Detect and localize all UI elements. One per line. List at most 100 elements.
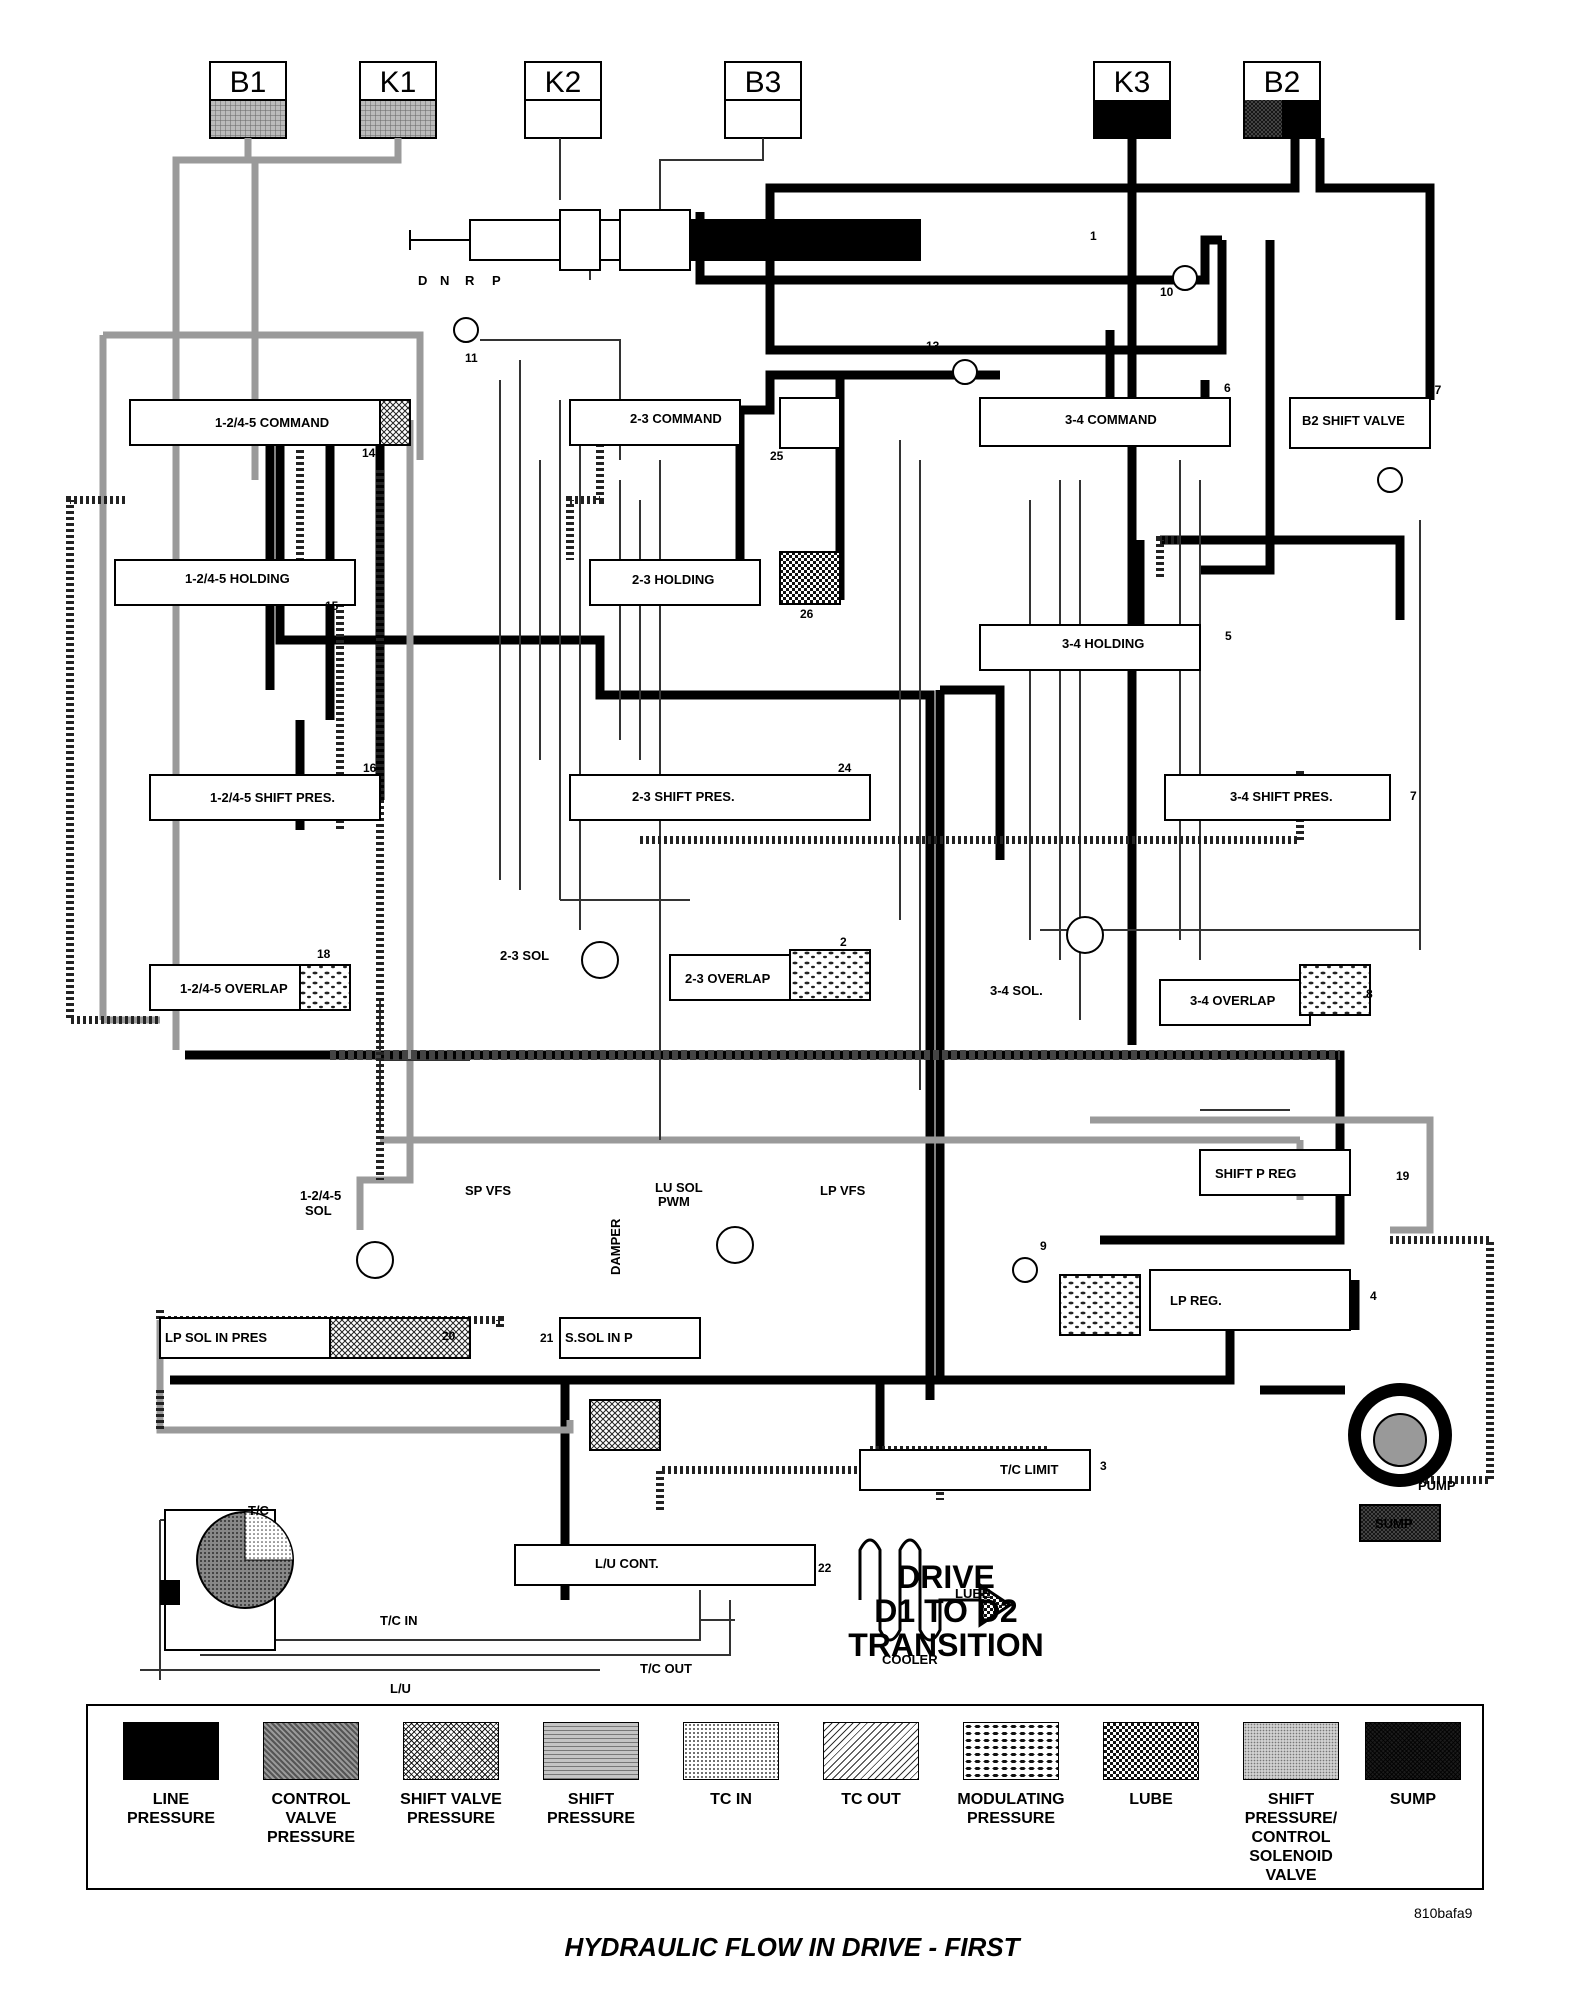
label-tc-limit: T/C LIMIT xyxy=(1000,1462,1059,1477)
label-overlap-23: 2-3 OVERLAP xyxy=(685,971,771,986)
legend-swatch xyxy=(1243,1722,1339,1780)
title-line-1: DRIVE xyxy=(897,1559,995,1595)
legend-item-tc-out: TC OUT xyxy=(806,1722,936,1809)
label-b2-shift-valve: B2 SHIFT VALVE xyxy=(1302,413,1405,428)
label-lu-sol-a: LU SOL xyxy=(655,1180,703,1195)
label-overlap-34: 3-4 OVERLAP xyxy=(1190,993,1276,1008)
clutch-b2-label: B2 xyxy=(1264,66,1301,99)
ref-9: 9 xyxy=(1040,1239,1047,1253)
legend-item-modulating-pressure: MODULATING PRESSURE xyxy=(946,1722,1076,1828)
legend-swatch xyxy=(683,1722,779,1780)
ref-27: 27 xyxy=(1428,383,1442,397)
ref-6: 6 xyxy=(1224,381,1231,395)
label-1245-sol-b: SOL xyxy=(305,1203,332,1218)
legend-swatch xyxy=(963,1722,1059,1780)
ref-18: 18 xyxy=(317,947,331,961)
label-shift-1245: 1-2/4-5 SHIFT PRES. xyxy=(210,790,335,805)
legend-item-line-pressure: LINE PRESSURE xyxy=(106,1722,236,1828)
ref-8: 8 xyxy=(1366,987,1373,1001)
label-23-sol: 2-3 SOL xyxy=(500,948,549,963)
label-lu-sol-b: PWM xyxy=(658,1194,690,1209)
legend-swatch xyxy=(123,1722,219,1780)
label-34-sol: 3-4 SOL. xyxy=(990,983,1043,998)
check-balls xyxy=(356,265,1403,1283)
pump xyxy=(1348,1383,1452,1542)
label-damper: DAMPER xyxy=(608,1218,623,1275)
label-lp-vfs: LP VFS xyxy=(820,1183,866,1198)
legend-item-control-valve-pressure: CONTROL VALVE PRESSURE xyxy=(246,1722,376,1847)
ref-3: 3 xyxy=(1100,1459,1107,1473)
legend-item-shift-valve-pressure: SHIFT VALVE PRESSURE xyxy=(386,1722,516,1828)
legend-item-lube: LUBE xyxy=(1086,1722,1216,1809)
ref-25: 25 xyxy=(770,449,784,463)
line-pressure-paths xyxy=(170,138,1435,1600)
legend-label: MODULATING PRESSURE xyxy=(957,1791,1065,1827)
ref-22: 22 xyxy=(818,1561,832,1575)
clutch-k2-label: K2 xyxy=(545,66,582,99)
legend-swatch xyxy=(263,1722,359,1780)
clutch-k1-label: K1 xyxy=(380,66,417,99)
label-command-1245: 1-2/4-5 COMMAND xyxy=(215,415,329,430)
ref-4: 4 xyxy=(1370,1289,1377,1303)
clutch-boxes: B1 K1 K2 B3 K3 B2 xyxy=(209,61,1321,139)
clutch-b3-label: B3 xyxy=(745,66,782,99)
legend-label: TC OUT xyxy=(841,1791,901,1808)
legend-item-tc-in: TC IN xyxy=(666,1722,796,1809)
selector-p: P xyxy=(492,273,501,288)
ref-1: 1 xyxy=(1090,229,1097,243)
legend-label: LINE PRESSURE xyxy=(126,1791,216,1827)
label-shift-23: 2-3 SHIFT PRES. xyxy=(632,789,735,804)
shift-valve-paths xyxy=(379,138,1421,1191)
legend-label: LUBE xyxy=(1129,1791,1173,1808)
torque-converter xyxy=(160,1509,294,1651)
label-command-23: 2-3 COMMAND xyxy=(630,411,722,426)
ref-20: 20 xyxy=(442,1329,456,1343)
ref-10: 10 xyxy=(1160,285,1174,299)
label-overlap-1245: 1-2/4-5 OVERLAP xyxy=(180,981,288,996)
legend-item-shift-pressure-control-solenoid: SHIFT PRESSURE/ CONTROL SOLENOID VALVE xyxy=(1226,1722,1356,1885)
label-shift-p-reg: SHIFT P REG xyxy=(1215,1166,1296,1181)
ref-16: 16 xyxy=(363,761,377,775)
label-lu: L/U xyxy=(390,1681,411,1696)
legend-label: TC IN xyxy=(710,1791,752,1808)
figure-caption: HYDRAULIC FLOW IN DRIVE - FIRST xyxy=(564,1932,1020,1962)
label-command-34: 3-4 COMMAND xyxy=(1065,412,1157,427)
selector-d: D xyxy=(418,273,427,288)
label-tc-in: T/C IN xyxy=(380,1613,418,1628)
ref-24: 24 xyxy=(838,761,852,775)
ref-13: 13 xyxy=(926,339,940,353)
label-sump: SUMP xyxy=(1375,1516,1413,1531)
label-holding-23: 2-3 HOLDING xyxy=(632,572,714,587)
legend-swatch xyxy=(403,1722,499,1780)
legend-item-sump: SUMP xyxy=(1348,1722,1478,1809)
label-sp-vfs: SP VFS xyxy=(465,1183,511,1198)
label-1245-sol-a: 1-2/4-5 xyxy=(300,1188,341,1203)
ref-2: 2 xyxy=(840,935,847,949)
label-lp-reg: LP REG. xyxy=(1170,1293,1222,1308)
label-lu-cont: L/U CONT. xyxy=(595,1556,659,1571)
legend-swatch xyxy=(823,1722,919,1780)
legend-label: SHIFT PRESSURE/ CONTROL SOLENOID VALVE xyxy=(1244,1791,1338,1884)
ref-14: 14 xyxy=(362,446,376,460)
ref-26: 26 xyxy=(800,607,814,621)
title-line-3: TRANSITION xyxy=(848,1627,1044,1663)
label-holding-1245: 1-2/4-5 HOLDING xyxy=(185,571,290,586)
legend-swatch xyxy=(1365,1722,1461,1780)
label-tc-out: T/C OUT xyxy=(640,1661,692,1676)
ref-7: 7 xyxy=(1410,789,1417,803)
ref-11: 11 xyxy=(465,351,478,365)
ref-19: 19 xyxy=(1396,1169,1410,1183)
cooler-coil xyxy=(858,1538,1013,1642)
label-tc: T/C xyxy=(248,1503,270,1518)
reference-numbers: 1 2 3 4 5 6 7 8 9 10 11 13 14 15 16 18 1… xyxy=(317,229,1442,1575)
clutch-k3-label: K3 xyxy=(1114,66,1151,99)
legend-label: CONTROL VALVE PRESSURE xyxy=(266,1791,356,1846)
legend-label: SHIFT VALVE PRESSURE xyxy=(400,1791,502,1827)
figure-code: 810bafa9 xyxy=(1414,1905,1473,1921)
label-lp-sol-in-pres: LP SOL IN PRES xyxy=(165,1330,267,1345)
title-block: DRIVE D1 TO D2 TRANSITION xyxy=(826,1560,1066,1662)
component-labels: 2-3 SOL 3-4 SOL. 1-2/4-5 SOL SP VFS LU S… xyxy=(248,948,1456,1696)
label-holding-34: 3-4 HOLDING xyxy=(1062,636,1144,651)
ref-15: 15 xyxy=(325,599,339,613)
